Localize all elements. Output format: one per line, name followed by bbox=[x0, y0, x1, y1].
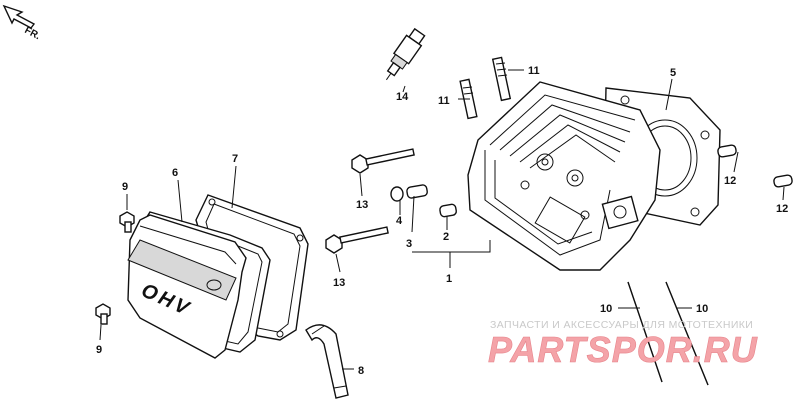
callout-6: 6 bbox=[172, 167, 178, 179]
cover-bolt-lower bbox=[95, 303, 111, 325]
watermark: ЗАПЧАСТИ И АКСЕССУАРЫ ДЛЯ МОТОТЕХНИКИ PA… bbox=[488, 319, 758, 370]
dowel-pin-lower bbox=[773, 174, 793, 188]
front-arrow-label: FR. bbox=[23, 25, 43, 42]
callout-10b: 10 bbox=[696, 303, 708, 315]
leader-lines bbox=[99, 69, 785, 370]
callout-8: 8 bbox=[358, 365, 364, 377]
callout-9b: 9 bbox=[96, 344, 102, 356]
head-cover: OHV bbox=[127, 214, 247, 359]
callout-12a: 12 bbox=[724, 175, 736, 187]
breather-tube bbox=[305, 324, 349, 399]
callout-9a: 9 bbox=[122, 181, 128, 193]
stud-upper bbox=[491, 56, 512, 102]
callout-4: 4 bbox=[396, 215, 403, 227]
cover-bolt-upper bbox=[119, 211, 135, 233]
callout-14: 14 bbox=[396, 91, 409, 103]
callout-1: 1 bbox=[446, 273, 452, 285]
front-arrow: FR. bbox=[2, 4, 43, 42]
callout-10a: 10 bbox=[600, 303, 612, 315]
stud-long-left bbox=[627, 281, 663, 383]
callout-13a: 13 bbox=[356, 199, 368, 211]
callout-7: 7 bbox=[232, 153, 238, 165]
valve-guide bbox=[439, 203, 457, 218]
spark-plug bbox=[385, 27, 426, 81]
watermark-tagline: ЗАПЧАСТИ И АКСЕССУАРЫ ДЛЯ МОТОТЕХНИКИ bbox=[490, 319, 753, 331]
callout-12b: 12 bbox=[776, 203, 788, 215]
callout-5: 5 bbox=[670, 67, 676, 79]
callout-11a: 11 bbox=[528, 65, 540, 77]
callout-3: 3 bbox=[406, 238, 412, 250]
callouts: 1 2 3 4 5 6 7 8 9 9 10 10 11 11 12 12 13… bbox=[96, 65, 788, 377]
callout-2: 2 bbox=[443, 231, 449, 243]
stud-long-right bbox=[665, 281, 709, 386]
dowel-pin-upper bbox=[717, 144, 737, 158]
watermark-logo: PARTSPOR.RU bbox=[488, 329, 758, 370]
callout-13b: 13 bbox=[333, 277, 345, 289]
callout-11b: 11 bbox=[438, 95, 450, 107]
cylinder-head bbox=[467, 81, 661, 271]
valve-clip bbox=[390, 184, 428, 202]
head-bolt-lower bbox=[325, 226, 389, 254]
head-bolt-upper bbox=[351, 148, 415, 174]
